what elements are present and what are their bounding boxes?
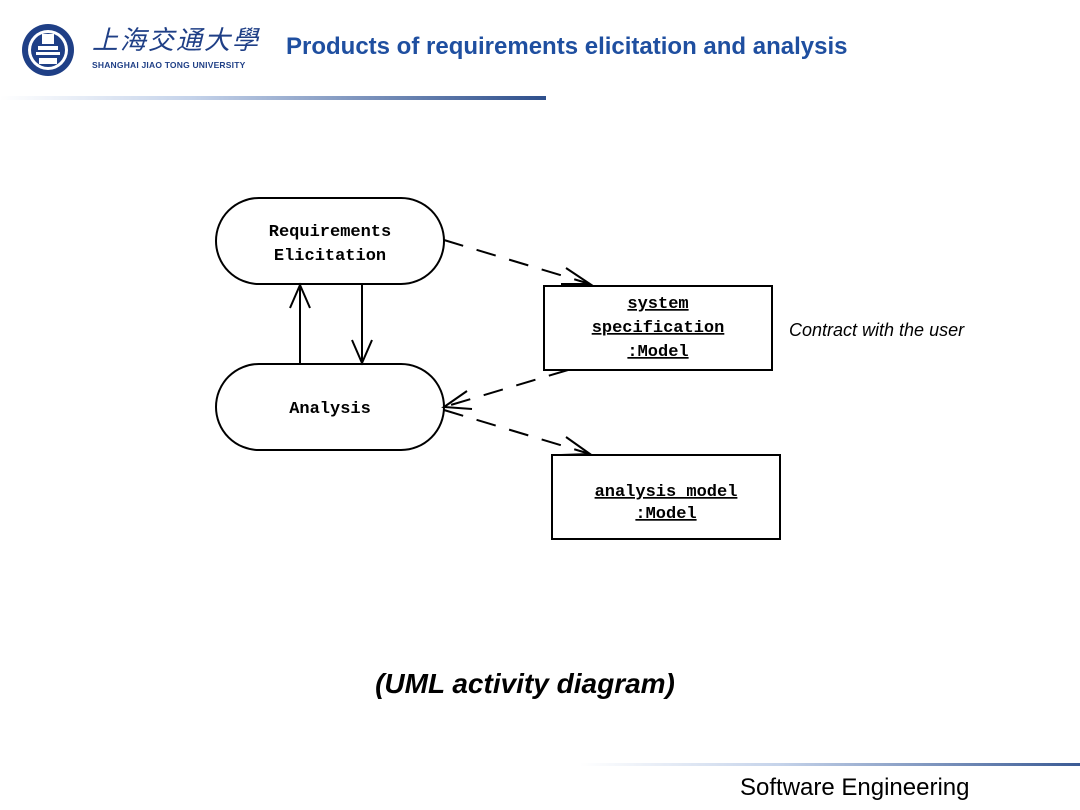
logo-english-name: SHANGHAI JIAO TONG UNIVERSITY [92, 60, 246, 70]
object-system-spec-line3: :Model [627, 343, 688, 362]
object-flow-elicitation-to-spec [443, 239, 594, 285]
object-flow-spec-to-analysis [441, 369, 569, 410]
object-system-spec-line1: system [627, 295, 688, 314]
object-analysis-model-line2: :Model [635, 505, 696, 524]
object-analysis-model [551, 454, 781, 540]
control-flow-analysis-to-elicitation [289, 282, 311, 364]
footer-divider [580, 763, 1080, 766]
control-flow-elicitation-to-analysis [351, 284, 373, 366]
slide-title: Products of requirements elicitation and… [286, 33, 848, 60]
object-analysis-model-line1: analysis model [595, 483, 738, 502]
university-seal-icon [22, 24, 74, 76]
university-logo-text: 上海交通大學 SHANGHAI JIAO TONG UNIVERSITY [92, 26, 262, 70]
logo-chinese-name: 上海交通大學 [92, 26, 261, 56]
object-flow-analysis-to-model [443, 409, 593, 456]
activity-analysis-label: Analysis [289, 400, 371, 419]
contract-note: Contract with the user [789, 320, 965, 340]
diagram-caption: (UML activity diagram) [375, 668, 675, 699]
activity-elicitation-label-line1: Requirements [269, 223, 391, 242]
object-system-specification [543, 285, 773, 371]
activity-elicitation-label-line2: Elicitation [274, 247, 386, 266]
course-name: Software Engineering [740, 774, 970, 801]
object-system-spec-line2: specification [592, 319, 725, 338]
title-divider [0, 96, 546, 100]
